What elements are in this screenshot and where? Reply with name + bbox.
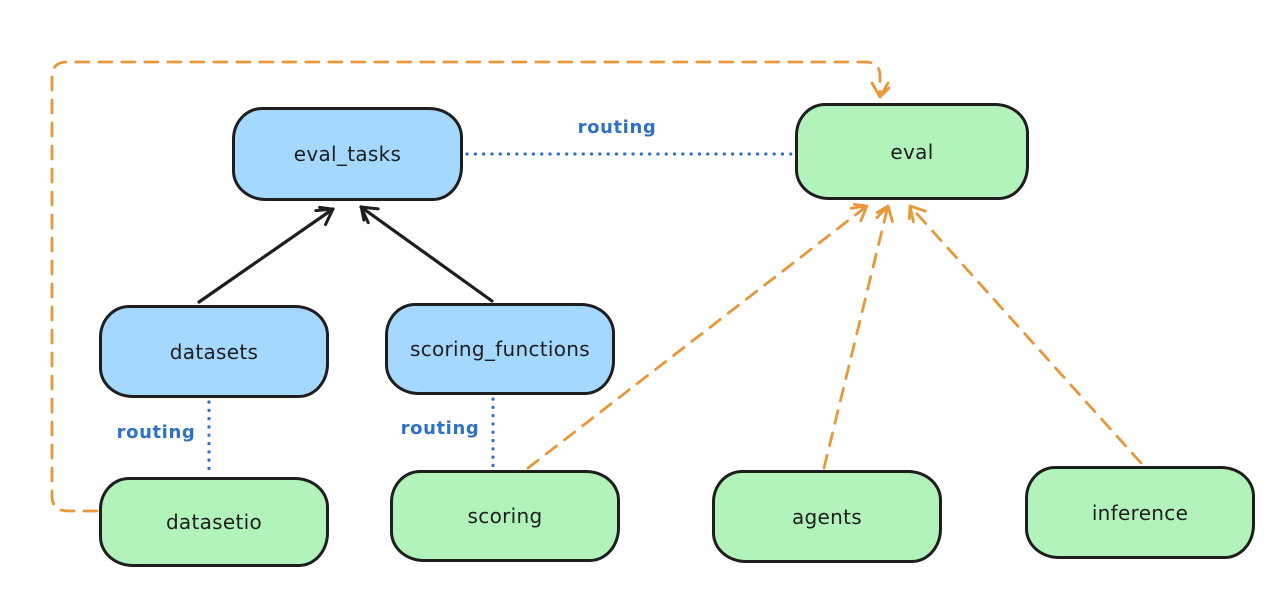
edge-datasetio-to-eval	[50, 60, 891, 513]
edge-agents-to-eval	[822, 204, 894, 470]
node-eval-tasks-label: eval_tasks	[293, 142, 402, 166]
node-datasetio: datasetio	[99, 477, 329, 567]
node-eval: eval	[795, 103, 1029, 200]
node-scoring-functions-label: scoring_functions	[409, 337, 591, 361]
node-scoring: scoring	[390, 470, 620, 562]
node-eval-tasks: eval_tasks	[232, 107, 463, 201]
node-agents-label: agents	[792, 504, 862, 529]
edge-datasets-to-eval-tasks	[197, 205, 335, 304]
node-datasets: datasets	[99, 305, 329, 398]
edge-scoring-functions-to-eval-tasks	[359, 205, 494, 303]
node-datasetio-label: datasetio	[165, 510, 263, 534]
node-inference-label: inference	[1091, 500, 1189, 525]
node-scoring-functions: scoring_functions	[385, 303, 615, 395]
node-inference: inference	[1025, 466, 1255, 559]
routing-label-datasets-datasetio: routing	[116, 422, 196, 443]
routing-label-eval-tasks-eval: routing	[577, 117, 657, 138]
edge-inference-to-eval	[907, 204, 1143, 465]
node-datasets-label: datasets	[169, 339, 259, 364]
routing-label-scoring-functions-scoring: routing	[400, 418, 480, 439]
node-scoring-label: scoring	[467, 504, 543, 528]
node-eval-label: eval	[890, 139, 934, 164]
node-agents: agents	[712, 470, 942, 563]
